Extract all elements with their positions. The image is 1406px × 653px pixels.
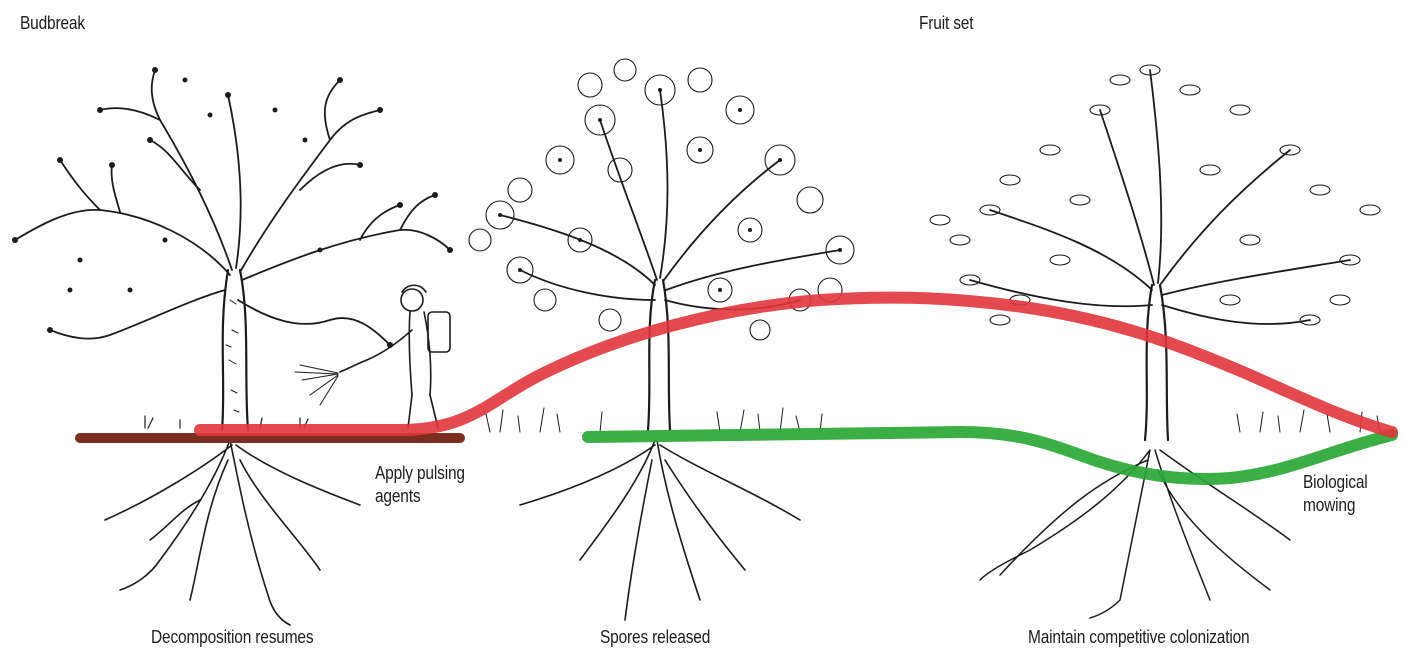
- annotation-mowing-line2: mowing: [1303, 494, 1368, 517]
- person-spraying-illustration: [295, 285, 450, 428]
- annotation-spray-line1: Apply pulsing: [375, 462, 465, 485]
- tree-budbreak-illustration: [12, 67, 453, 625]
- annotation-apply-pulsing-agents: Apply pulsing agents: [375, 462, 465, 508]
- label-spores-released: Spores released: [600, 627, 710, 648]
- label-fruit-set: Fruit set: [919, 13, 973, 34]
- tree-blossom-illustration: [469, 59, 854, 620]
- label-decomposition-resumes: Decomposition resumes: [151, 627, 313, 648]
- annotation-biological-mowing: Biological mowing: [1303, 471, 1368, 517]
- annotation-mowing-line1: Biological: [1303, 471, 1368, 494]
- label-maintain-competitive-colonization: Maintain competitive colonization: [1028, 627, 1249, 648]
- annotation-spray-line2: agents: [375, 485, 465, 508]
- label-budbreak: Budbreak: [20, 13, 85, 34]
